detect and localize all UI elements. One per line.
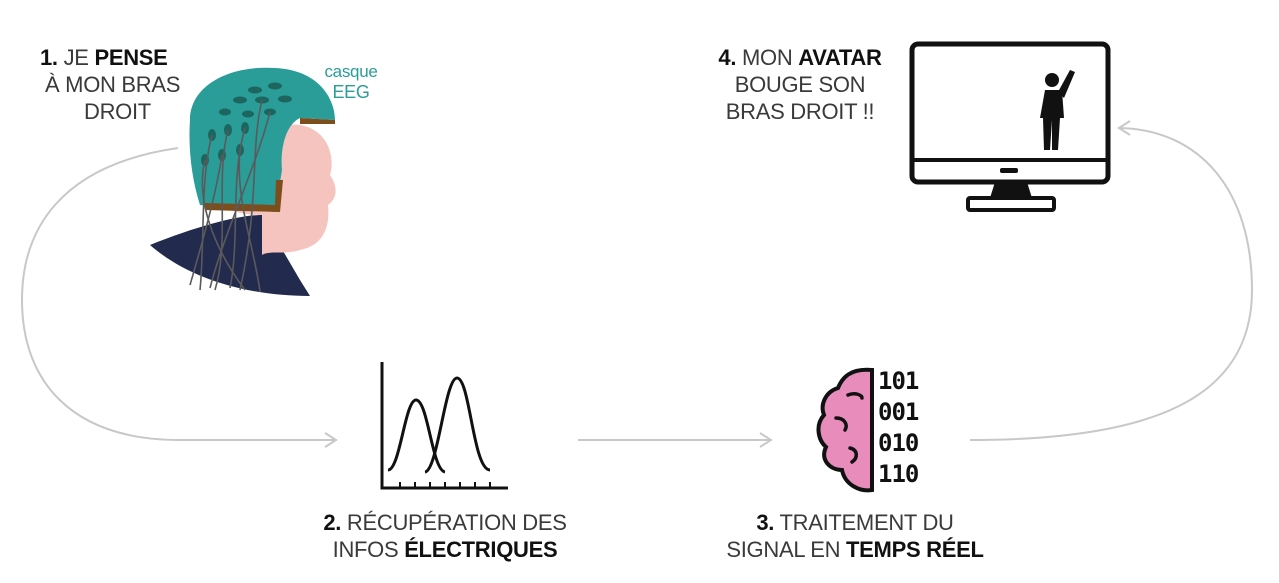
step-2-label: 2. RÉCUPÉRATION DES INFOS ÉLECTRIQUES bbox=[323, 510, 567, 562]
waveform-chart-icon bbox=[380, 362, 508, 490]
step-1-label: 1. JE PENSE À MON BRAS DROIT bbox=[40, 45, 181, 124]
brain-binary-icon bbox=[816, 367, 874, 493]
monitor-avatar-icon bbox=[909, 41, 1111, 212]
eeg-head-icon bbox=[150, 67, 336, 296]
step-3-label: 3. TRAITEMENT DU SIGNAL EN TEMPS RÉEL bbox=[726, 510, 984, 562]
helmet-label: casque EEG bbox=[324, 62, 378, 102]
arrow-1-to-2 bbox=[20, 147, 335, 441]
binary-digits: 101 001 010 110 bbox=[878, 367, 919, 488]
avatar-figure bbox=[1040, 70, 1075, 150]
flow-arrows bbox=[20, 120, 1254, 448]
step-4-label: 4. MON AVATAR BOUGE SON BRAS DROIT !! bbox=[718, 45, 882, 124]
arrow-3-to-4 bbox=[969, 127, 1254, 441]
